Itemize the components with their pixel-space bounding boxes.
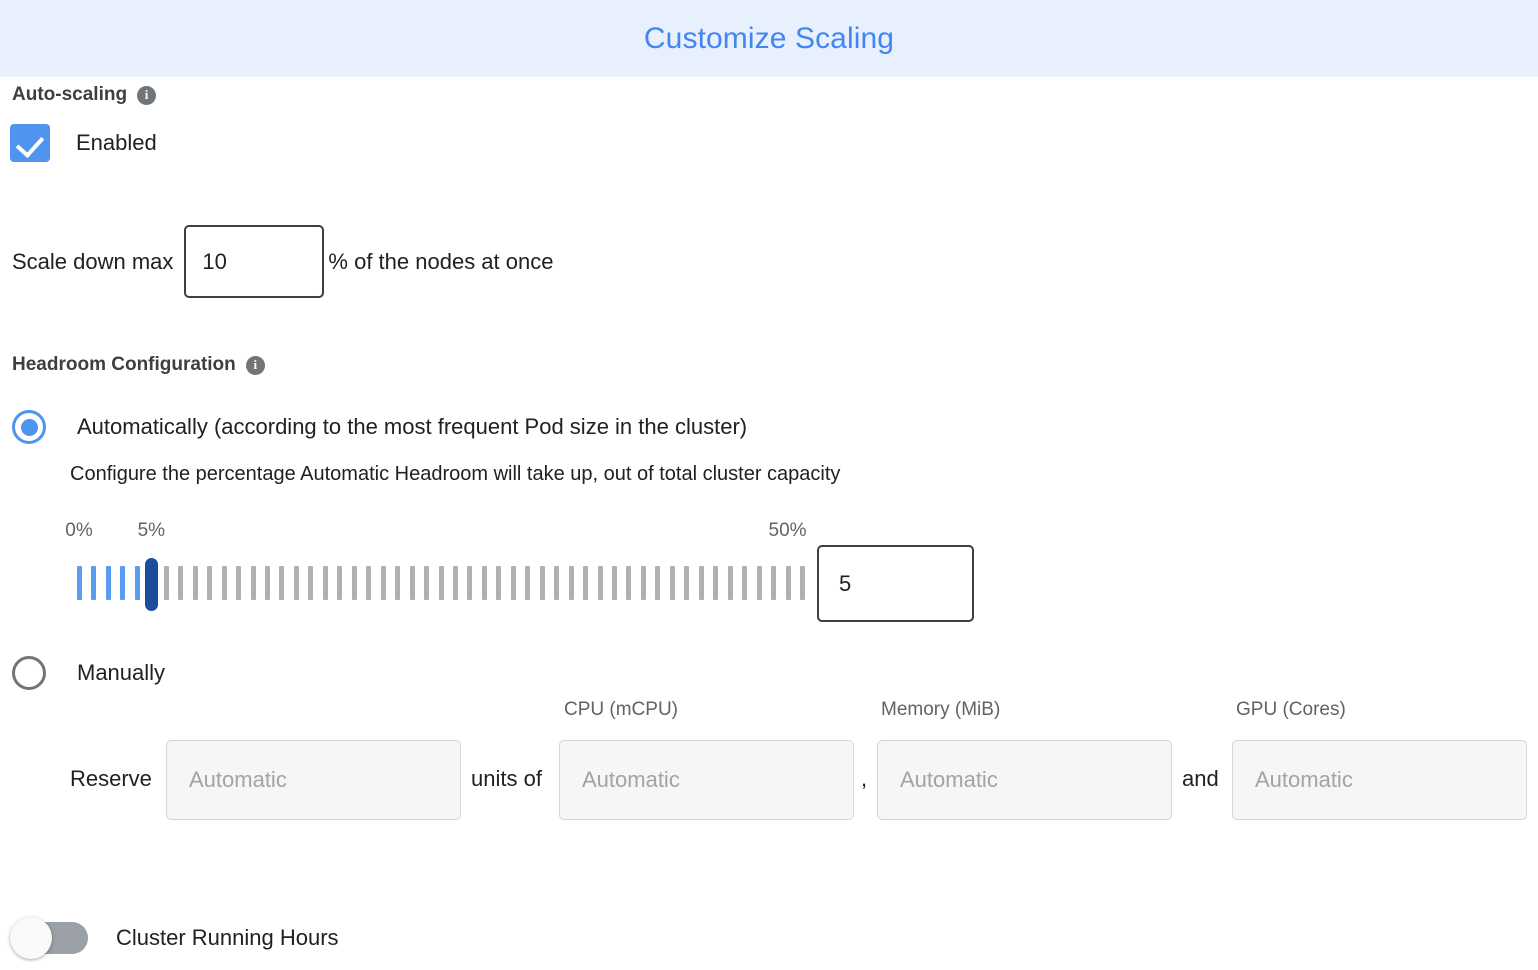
radio-manually-label: Manually bbox=[77, 660, 166, 685]
slider-tick[interactable] bbox=[264, 566, 270, 600]
slider-min-label: 0% bbox=[65, 520, 93, 541]
slider-tick[interactable] bbox=[626, 566, 632, 600]
slider-tick[interactable] bbox=[395, 566, 401, 600]
slider-tick[interactable] bbox=[554, 566, 560, 600]
slider-tick[interactable] bbox=[91, 566, 97, 600]
headroom-automatic-option[interactable]: Automatically (according to the most fre… bbox=[12, 410, 747, 444]
and-label: and bbox=[1182, 766, 1219, 791]
slider-tick[interactable] bbox=[192, 566, 198, 600]
slider-tick[interactable] bbox=[583, 566, 589, 600]
dialog-header: Customize Scaling bbox=[0, 0, 1538, 77]
slider-tick[interactable] bbox=[250, 566, 256, 600]
slider-tick[interactable] bbox=[178, 566, 184, 600]
slider-tick[interactable] bbox=[510, 566, 516, 600]
headroom-description: Configure the percentage Automatic Headr… bbox=[70, 463, 841, 485]
cluster-running-hours-label: Cluster Running Hours bbox=[116, 925, 339, 950]
cpu-field-label: CPU (mCPU) bbox=[564, 699, 678, 720]
slider-tick[interactable] bbox=[612, 566, 618, 600]
auto-scaling-enabled-row[interactable]: Enabled bbox=[10, 124, 157, 162]
headroom-section-header: Headroom Configuration bbox=[12, 354, 265, 376]
slider-tick[interactable] bbox=[727, 566, 733, 600]
slider-tick[interactable] bbox=[539, 566, 545, 600]
slider-tick[interactable] bbox=[568, 566, 574, 600]
slider-max-label: 50% bbox=[768, 520, 807, 541]
slider-tick[interactable] bbox=[120, 566, 126, 600]
slider-tick[interactable] bbox=[322, 566, 328, 600]
slider-tick[interactable] bbox=[221, 566, 227, 600]
auto-scaling-section-header: Auto-scaling bbox=[12, 84, 157, 106]
scale-down-max-label: Scale down max bbox=[12, 248, 174, 274]
enabled-label: Enabled bbox=[76, 130, 157, 155]
scale-down-max-row: Scale down max % of the nodes at once bbox=[12, 225, 553, 298]
cluster-running-hours-toggle[interactable] bbox=[10, 917, 88, 959]
slider-tick[interactable] bbox=[293, 566, 299, 600]
slider-tick[interactable] bbox=[481, 566, 487, 600]
enabled-checkbox[interactable] bbox=[10, 124, 50, 162]
gpu-input[interactable] bbox=[1232, 740, 1527, 820]
reserve-label: Reserve bbox=[70, 766, 152, 791]
memory-field-label: Memory (MiB) bbox=[881, 699, 1001, 720]
headroom-configuration-label: Headroom Configuration bbox=[12, 354, 236, 375]
slider-tick[interactable] bbox=[771, 566, 777, 600]
toggle-knob bbox=[10, 917, 52, 959]
slider-tick[interactable] bbox=[467, 566, 473, 600]
slider-tick[interactable] bbox=[684, 566, 690, 600]
slider-tick[interactable] bbox=[77, 566, 82, 600]
comma-separator: , bbox=[861, 766, 868, 791]
slider-tick[interactable] bbox=[351, 566, 357, 600]
slider-tick[interactable] bbox=[366, 566, 372, 600]
slider-thumb[interactable] bbox=[145, 558, 159, 611]
slider-tick[interactable] bbox=[452, 566, 458, 600]
slider-tick[interactable] bbox=[597, 566, 603, 600]
slider-tick[interactable] bbox=[756, 566, 762, 600]
slider-tick[interactable] bbox=[698, 566, 704, 600]
info-icon[interactable] bbox=[137, 85, 157, 105]
slider-tick[interactable] bbox=[742, 566, 748, 600]
slider-tick[interactable] bbox=[134, 566, 140, 600]
slider-tick[interactable] bbox=[438, 566, 444, 600]
radio-automatic[interactable] bbox=[12, 410, 46, 444]
auto-scaling-label: Auto-scaling bbox=[12, 84, 128, 105]
slider-tick[interactable] bbox=[337, 566, 343, 600]
slider-tick[interactable] bbox=[669, 566, 675, 600]
gpu-field-label: GPU (Cores) bbox=[1236, 699, 1346, 720]
slider-tick[interactable] bbox=[207, 566, 213, 600]
slider-tick[interactable] bbox=[279, 566, 285, 600]
info-icon[interactable] bbox=[245, 355, 265, 375]
cluster-running-hours-row[interactable]: Cluster Running Hours bbox=[10, 917, 339, 959]
slider-tick[interactable] bbox=[800, 566, 805, 600]
slider-tick[interactable] bbox=[525, 566, 531, 600]
radio-automatic-label: Automatically (according to the most fre… bbox=[77, 414, 748, 439]
slider-tick[interactable] bbox=[105, 566, 111, 600]
slider-tick[interactable] bbox=[163, 566, 169, 600]
slider-tick[interactable] bbox=[713, 566, 719, 600]
slider-tick[interactable] bbox=[496, 566, 502, 600]
headroom-manual-option[interactable]: Manually bbox=[12, 656, 165, 690]
scale-down-max-suffix: % of the nodes at once bbox=[328, 248, 554, 274]
slider-tick[interactable] bbox=[640, 566, 646, 600]
reserve-units-input[interactable] bbox=[166, 740, 461, 820]
page-title: Customize Scaling bbox=[643, 21, 895, 55]
headroom-percent-input[interactable] bbox=[817, 545, 974, 622]
slider-current-label: 5% bbox=[137, 520, 166, 541]
scale-down-max-input[interactable] bbox=[184, 225, 325, 298]
slider-tick[interactable] bbox=[655, 566, 661, 600]
slider-tick[interactable] bbox=[409, 566, 415, 600]
units-of-label: units of bbox=[471, 766, 542, 791]
slider-tick[interactable] bbox=[424, 566, 430, 600]
memory-input[interactable] bbox=[877, 740, 1172, 820]
cpu-input[interactable] bbox=[559, 740, 854, 820]
slider-tick[interactable] bbox=[308, 566, 314, 600]
slider-tick[interactable] bbox=[785, 566, 791, 600]
slider-tick[interactable] bbox=[380, 566, 386, 600]
radio-manually[interactable] bbox=[12, 656, 46, 690]
slider-tick[interactable] bbox=[236, 566, 242, 600]
